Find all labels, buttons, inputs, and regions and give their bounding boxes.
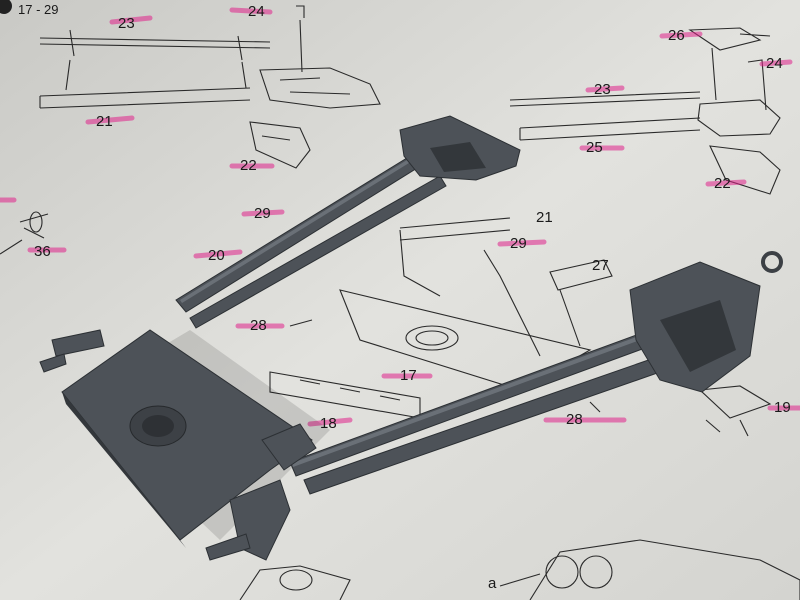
- label-22-right: 22: [714, 175, 731, 192]
- diagram-center: 29 20 21 29 27 28 17 18 28 19: [193, 205, 800, 437]
- label-18: 18: [320, 415, 337, 432]
- label-26: 26: [668, 27, 685, 44]
- label-25: 25: [586, 139, 603, 156]
- label-24-right: 24: [766, 55, 783, 72]
- label-22-left: 22: [240, 157, 257, 174]
- diagram-top-left: 23 24 21 22: [39, 3, 381, 174]
- label-36: 36: [34, 243, 51, 260]
- label-a: a: [488, 575, 497, 592]
- model-chassis: [39, 115, 783, 561]
- label-23-right: 23: [594, 81, 611, 98]
- diagram-top-right: 26 24 23 25 22: [509, 27, 793, 195]
- label-28-right: 28: [566, 411, 583, 428]
- diagram-bottom: a: [239, 539, 800, 600]
- label-29-b: 29: [510, 235, 527, 252]
- label-20: 20: [208, 247, 225, 264]
- label-24: 24: [248, 3, 265, 20]
- label-29-a: 29: [254, 205, 271, 222]
- label-19: 19: [774, 399, 791, 416]
- label-17: 17: [400, 367, 417, 384]
- label-21-left: 21: [96, 113, 113, 130]
- step-circle-mark: [0, 0, 12, 14]
- label-23: 23: [118, 15, 135, 32]
- label-28-left: 28: [250, 317, 267, 334]
- diagram-left-edge: 36: [0, 197, 67, 260]
- header-text: 17 - 29: [18, 2, 58, 17]
- label-21-center: 21: [536, 209, 553, 226]
- label-27: 27: [592, 257, 609, 274]
